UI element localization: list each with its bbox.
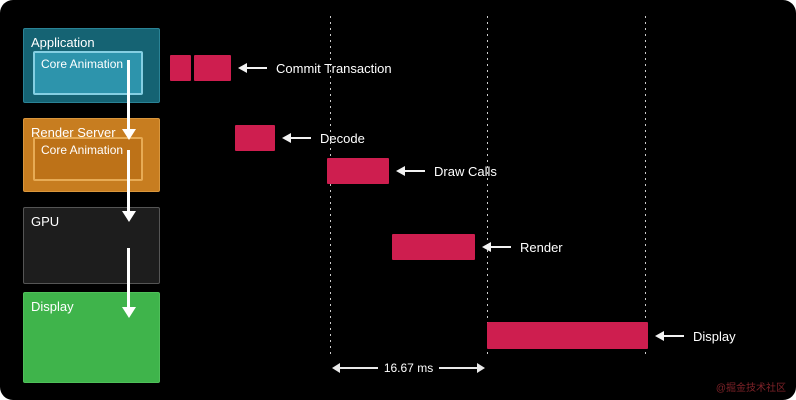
arrow-line bbox=[291, 137, 311, 139]
display-bar bbox=[487, 322, 648, 349]
vsync-gridline-1 bbox=[330, 16, 331, 354]
decode-bar bbox=[235, 125, 275, 151]
vsync-gridline-2 bbox=[487, 16, 488, 354]
stage-box-application: Application Core Animation bbox=[23, 28, 160, 103]
arrow-line bbox=[405, 170, 425, 172]
frame-interval-label: 16.67 ms bbox=[383, 361, 434, 375]
callout-display: Display bbox=[655, 328, 736, 344]
arrow-left-icon bbox=[282, 133, 291, 143]
callout-label-commit-transaction: Commit Transaction bbox=[276, 60, 392, 76]
commit-transaction-bar-2 bbox=[194, 55, 231, 81]
stage-label-render-server: Render Server bbox=[31, 125, 116, 140]
callout-label-display: Display bbox=[693, 328, 736, 344]
stage-label-application: Application bbox=[31, 35, 95, 50]
callout-label-decode: Decode bbox=[320, 130, 365, 146]
render-bar bbox=[392, 234, 475, 260]
watermark: @掘金技术社区 bbox=[715, 383, 786, 394]
arrow-down-icon bbox=[121, 211, 136, 222]
arrow-line bbox=[127, 150, 130, 211]
arrow-down-icon bbox=[121, 129, 136, 140]
callout-draw-calls: Draw Calls bbox=[396, 163, 497, 179]
vsync-gridline-3 bbox=[645, 16, 646, 354]
flow-arrow-gpu-to-display bbox=[121, 248, 136, 318]
flow-arrow-render-server-to-gpu bbox=[121, 150, 136, 222]
stage-label-display: Display bbox=[31, 299, 74, 314]
stage-label-gpu: GPU bbox=[31, 214, 60, 229]
callout-render: Render bbox=[482, 239, 563, 255]
arrow-left-icon bbox=[655, 331, 664, 341]
frame-interval-measure: 16.67 ms bbox=[332, 360, 486, 376]
arrow-line bbox=[127, 248, 130, 307]
core-animation-box-render-server: Core Animation bbox=[33, 137, 143, 181]
callout-commit-transaction: Commit Transaction bbox=[238, 60, 392, 76]
arrow-line bbox=[491, 246, 511, 248]
draw-calls-bar bbox=[327, 158, 389, 184]
core-animation-label-application: Core Animation bbox=[41, 57, 124, 71]
arrow-left-icon bbox=[238, 63, 247, 73]
arrow-right-icon bbox=[477, 363, 486, 373]
commit-transaction-bar-1 bbox=[170, 55, 191, 81]
callout-label-draw-calls: Draw Calls bbox=[434, 163, 497, 179]
stage-box-render-server: Render Server Core Animation bbox=[23, 118, 160, 192]
arrow-left-icon bbox=[332, 363, 340, 373]
arrow-down-icon bbox=[121, 307, 136, 318]
core-animation-box-application: Core Animation bbox=[33, 51, 143, 95]
flow-arrow-application-to-render-server bbox=[121, 60, 136, 140]
stage-box-display: Display bbox=[23, 292, 160, 383]
arrow-left-icon bbox=[482, 242, 491, 252]
arrow-line bbox=[247, 67, 267, 69]
callout-decode: Decode bbox=[282, 130, 365, 146]
arrow-line bbox=[664, 335, 684, 337]
arrow-line bbox=[340, 367, 378, 369]
callout-label-render: Render bbox=[520, 239, 563, 255]
arrow-line bbox=[439, 367, 478, 369]
arrow-line bbox=[127, 60, 130, 129]
core-animation-label-render-server: Core Animation bbox=[41, 143, 124, 157]
stage-box-gpu: GPU bbox=[23, 207, 160, 284]
arrow-left-icon bbox=[396, 166, 405, 176]
